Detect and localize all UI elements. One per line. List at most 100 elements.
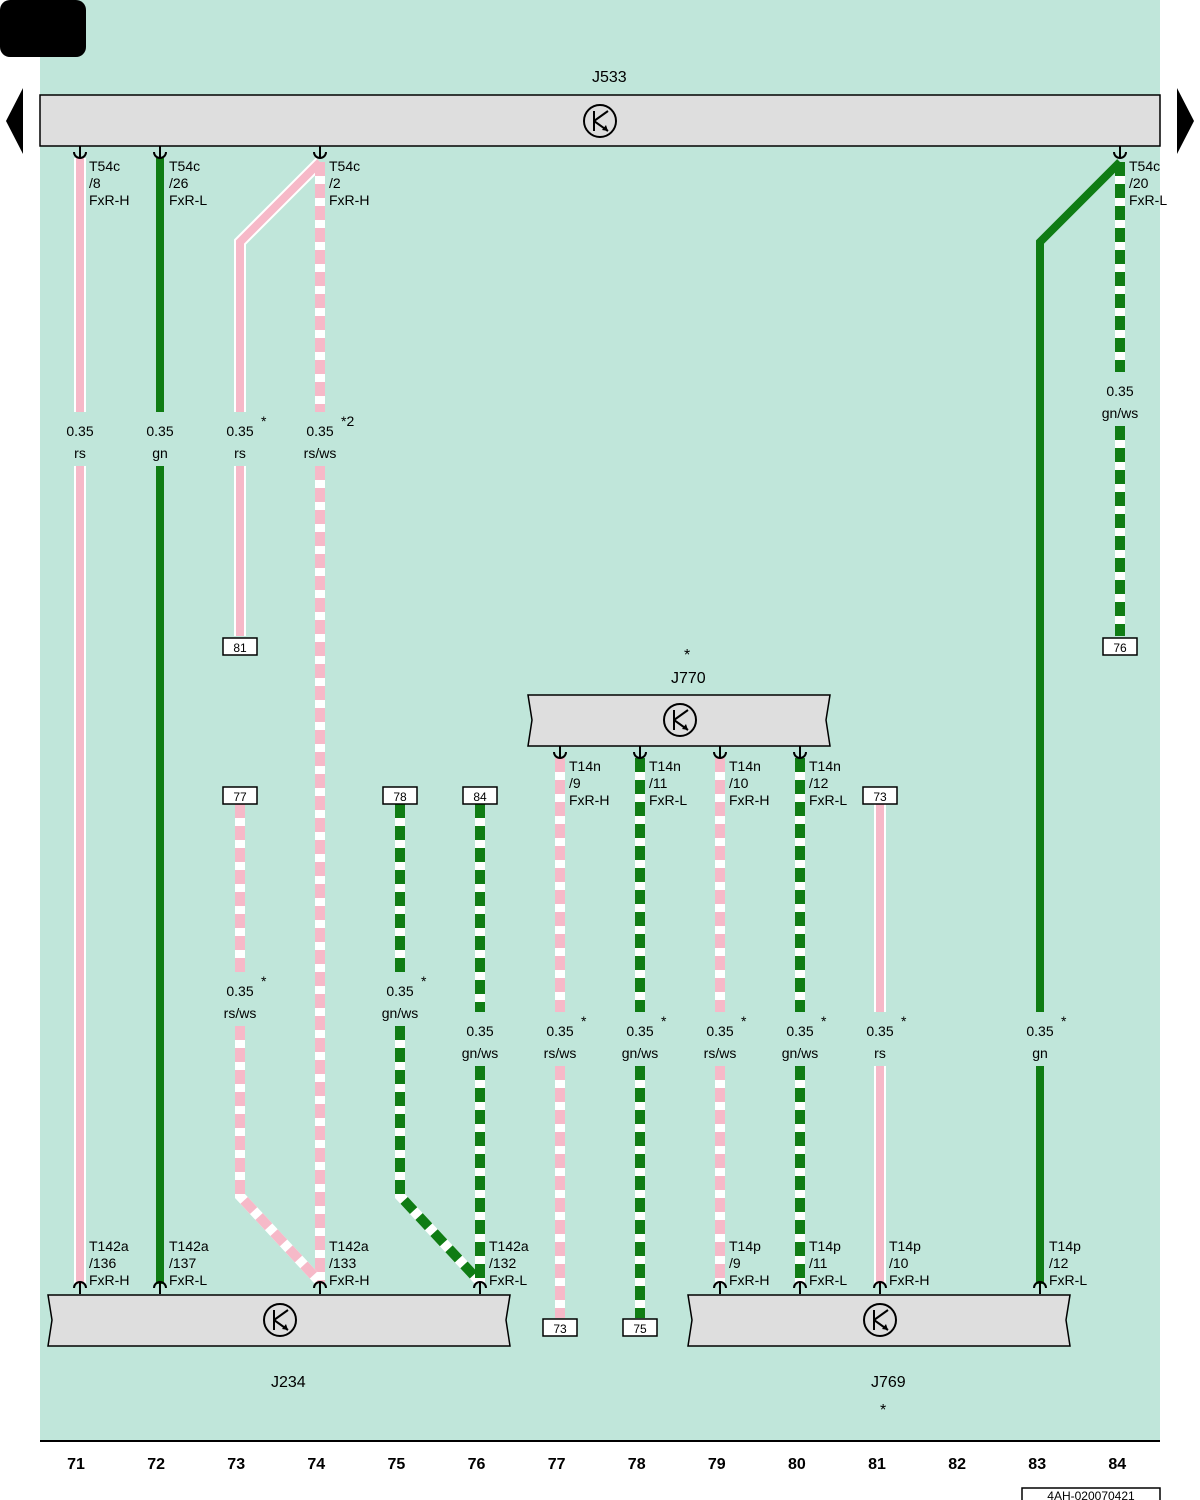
column-number: 74: [307, 1456, 325, 1473]
reference-box[interactable]: 77: [222, 786, 258, 805]
reference-box[interactable]: 73: [862, 786, 898, 805]
connector-pin-icon: [1033, 1281, 1047, 1294]
pin-signal: FxR-L: [1129, 192, 1167, 208]
pin-connector: T14p: [729, 1238, 761, 1254]
next-page-icon[interactable]: [1177, 88, 1194, 154]
wire-size: 0.35: [226, 423, 253, 439]
pin-connector: T14n: [649, 758, 681, 774]
pin-signal: FxR-L: [169, 1272, 207, 1288]
column-number: 71: [67, 1456, 85, 1473]
svg-text:4AH-020070421: 4AH-020070421: [1047, 1489, 1135, 1500]
j234-label: J234: [271, 1374, 306, 1391]
pin-signal: FxR-L: [809, 792, 847, 808]
wire-color-code: gn/ws: [382, 1005, 419, 1021]
pin-number: /8: [89, 175, 101, 191]
wire-size: 0.35: [306, 423, 333, 439]
wire-color-code: gn: [152, 445, 168, 461]
previous-page-icon[interactable]: [6, 88, 23, 154]
pin-signal: FxR-L: [489, 1272, 527, 1288]
reference-box[interactable]: 75: [622, 1318, 658, 1337]
wire-size: 0.35: [66, 423, 93, 439]
pin-signal: FxR-H: [569, 792, 609, 808]
reference-box[interactable]: 78: [382, 786, 418, 805]
wire-83: [1036, 159, 1123, 1284]
pin-signal: FxR-H: [329, 1272, 369, 1288]
pin-connector: T54c: [89, 158, 120, 174]
wire-note: *: [421, 973, 427, 989]
reference-box[interactable]: 73: [542, 1318, 578, 1337]
pin-signal: FxR-H: [889, 1272, 929, 1288]
j770-label: J770: [671, 670, 706, 687]
pin-connector: T142a: [489, 1238, 529, 1254]
controller-j769[interactable]: [687, 1294, 1071, 1347]
wire-note: *: [741, 1013, 747, 1029]
column-number: 77: [548, 1456, 566, 1473]
wire-size: 0.35: [226, 983, 253, 999]
connector-pin-icon: [313, 1281, 327, 1294]
connector-pins: [73, 146, 1127, 1294]
pin-number: /11: [649, 775, 668, 791]
reference-boxes: 81 76 77 78 84 73 75 73: [222, 637, 1138, 1337]
connector-pin-icon: [553, 746, 567, 759]
connector-pin-icon: [873, 1281, 887, 1294]
controller-j770[interactable]: [527, 694, 831, 747]
pin-number: /12: [1049, 1255, 1069, 1271]
reference-box[interactable]: 84: [462, 786, 498, 805]
wire-color-code: gn/ws: [462, 1045, 499, 1061]
pin-connector: T54c: [169, 158, 200, 174]
pin-number: /137: [169, 1255, 196, 1271]
column-number: 84: [1108, 1456, 1126, 1473]
pin-connector: T142a: [329, 1238, 369, 1254]
column-number: 79: [708, 1456, 726, 1473]
reference-number: 81: [233, 641, 247, 655]
pin-number: /9: [729, 1255, 741, 1271]
wire-labels: 0.35rs0.35gn0.35rs*0.35rs/ws*20.35gn/ws0…: [66, 383, 1138, 1061]
wire-size: 0.35: [626, 1023, 653, 1039]
pin-labels: T54c/8FxR-HT54c/26FxR-LT54c/2FxR-HT54c/2…: [89, 158, 1167, 1288]
reference-number: 84: [473, 790, 487, 804]
connector-pin-icon: [713, 1281, 727, 1294]
controller-j533[interactable]: [39, 94, 1161, 147]
pin-connector: T14p: [809, 1238, 841, 1254]
pin-signal: FxR-L: [1049, 1272, 1087, 1288]
pin-number: /9: [569, 775, 581, 791]
pin-connector: T14n: [809, 758, 841, 774]
pin-signal: FxR-L: [809, 1272, 847, 1288]
wire-73-upper: [234, 157, 325, 636]
wire-color-code: gn/ws: [622, 1045, 659, 1061]
connector-pin-icon: [793, 746, 807, 759]
controller-j234[interactable]: [47, 1294, 511, 1347]
wire-size: 0.35: [706, 1023, 733, 1039]
transistor-icon: [863, 1303, 897, 1337]
wire-75: [395, 804, 482, 1284]
pin-connector: T14n: [729, 758, 761, 774]
column-number: 73: [227, 1456, 245, 1473]
wires: [74, 157, 1125, 1318]
wire-color-code: rs/ws: [704, 1045, 737, 1061]
pin-number: /20: [1129, 175, 1149, 191]
reference-box[interactable]: 76: [1102, 637, 1138, 656]
wire-color-code: gn/ws: [1102, 405, 1139, 421]
transistor-icon: [663, 703, 697, 737]
pin-number: /26: [169, 175, 189, 191]
connector-pin-icon: [73, 146, 87, 159]
pin-signal: FxR-H: [89, 192, 129, 208]
column-number: 83: [1028, 1456, 1046, 1473]
pin-signal: FxR-H: [729, 792, 769, 808]
wire-size: 0.35: [146, 423, 173, 439]
transistor-icon: [263, 1303, 297, 1337]
pin-number: /2: [329, 175, 341, 191]
reference-number: 73: [873, 790, 887, 804]
wire-color-code: rs/ws: [304, 445, 337, 461]
column-number: 72: [147, 1456, 165, 1473]
wire-size: 0.35: [546, 1023, 573, 1039]
transistor-icon: [583, 104, 617, 138]
j769-label: J769: [871, 1374, 906, 1391]
column-number: 76: [468, 1456, 486, 1473]
pin-signal: FxR-H: [329, 192, 369, 208]
reference-box[interactable]: 81: [222, 637, 258, 656]
pin-connector: T142a: [169, 1238, 209, 1254]
wire-note: *: [661, 1013, 667, 1029]
reference-number: 77: [233, 790, 247, 804]
document-id: 4AH-020070421: [1021, 1487, 1161, 1500]
